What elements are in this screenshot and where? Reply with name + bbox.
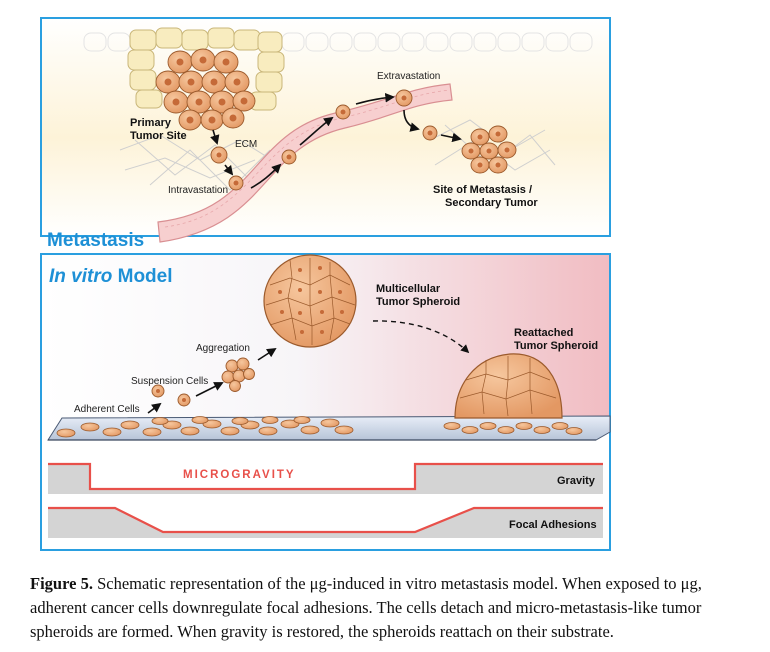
metastasis-site-label-line2: Secondary Tumor <box>445 197 538 209</box>
tissue-block <box>127 27 285 111</box>
secondary-tumor-cluster <box>461 125 517 174</box>
microgravity-label: MICROGRAVITY <box>183 469 296 481</box>
metastasis-panel: Primary Tumor Site ECM Intravastation Ex… <box>40 17 611 251</box>
adherent-label: Adherent Cells <box>74 404 140 415</box>
ecm-label: ECM <box>235 139 257 150</box>
caption-label: Figure 5. <box>30 574 93 593</box>
multicellular-spheroid <box>263 254 357 348</box>
invitro-title-rest: Model <box>112 266 172 287</box>
caption-text: Schematic representation of the μg-induc… <box>30 574 702 641</box>
metastasis-diagram: Primary Tumor Site ECM Intravastation Ex… <box>40 17 611 551</box>
suspension-label: Suspension Cells <box>131 376 208 387</box>
epithelium-row <box>83 32 593 52</box>
arrow-adherent-to-suspension <box>147 402 162 414</box>
extravastation-label: Extravastation <box>377 71 440 82</box>
primary-tumor-label-line2: Tumor Site <box>130 130 187 142</box>
arrow-in-vessel-1 <box>250 163 282 189</box>
gravity-label: Gravity <box>557 475 596 487</box>
focal-adhesions-track: Focal Adhesions <box>48 506 603 538</box>
metastasis-arrows <box>210 92 462 189</box>
invitro-title: In vitro Model <box>49 266 173 287</box>
focal-adhesions-label: Focal Adhesions <box>509 519 597 531</box>
arrow-aggregation-to-spheroid <box>257 347 277 361</box>
gravity-track: MICROGRAVITY Gravity <box>48 462 603 494</box>
metastasis-title: Metastasis <box>47 230 144 251</box>
arrow-to-secondary <box>440 132 462 143</box>
adherent-cells <box>56 416 354 438</box>
metastasis-site-label-line1: Site of Metastasis / <box>433 184 532 196</box>
invitro-panel: In vitro Model <box>40 253 611 551</box>
primary-tumor-cluster <box>155 48 256 131</box>
reattached-spheroid <box>443 353 583 435</box>
aggregation-cluster <box>221 357 255 392</box>
reattached-label-line1: Reattached <box>514 327 573 339</box>
arrow-in-vessel-3 <box>355 92 395 105</box>
invitro-arrows <box>147 347 277 414</box>
suspension-cells <box>151 384 191 407</box>
invitro-title-italic: In vitro <box>49 266 112 287</box>
arrow-ecm-to-vessel <box>223 164 234 176</box>
arrow-suspension-to-aggregation <box>195 382 224 397</box>
spheroid-label-line1: Multicellular <box>376 283 441 295</box>
spheroid-label-line2: Tumor Spheroid <box>376 296 460 308</box>
arrow-spheroid-to-reattached <box>372 320 470 354</box>
primary-tumor-label-line1: Primary <box>130 117 172 129</box>
intravastation-label: Intravastation <box>168 185 228 196</box>
arrow-tumor-to-ecm <box>210 129 220 145</box>
arrow-in-vessel-2 <box>299 116 334 146</box>
blood-vessel <box>157 83 453 243</box>
arrow-extravasate <box>403 109 420 132</box>
aggregation-label: Aggregation <box>196 343 250 354</box>
figure-caption: Figure 5. Schematic representation of th… <box>30 572 750 644</box>
reattached-label-line2: Tumor Spheroid <box>514 340 598 352</box>
migrating-cells <box>210 89 438 191</box>
